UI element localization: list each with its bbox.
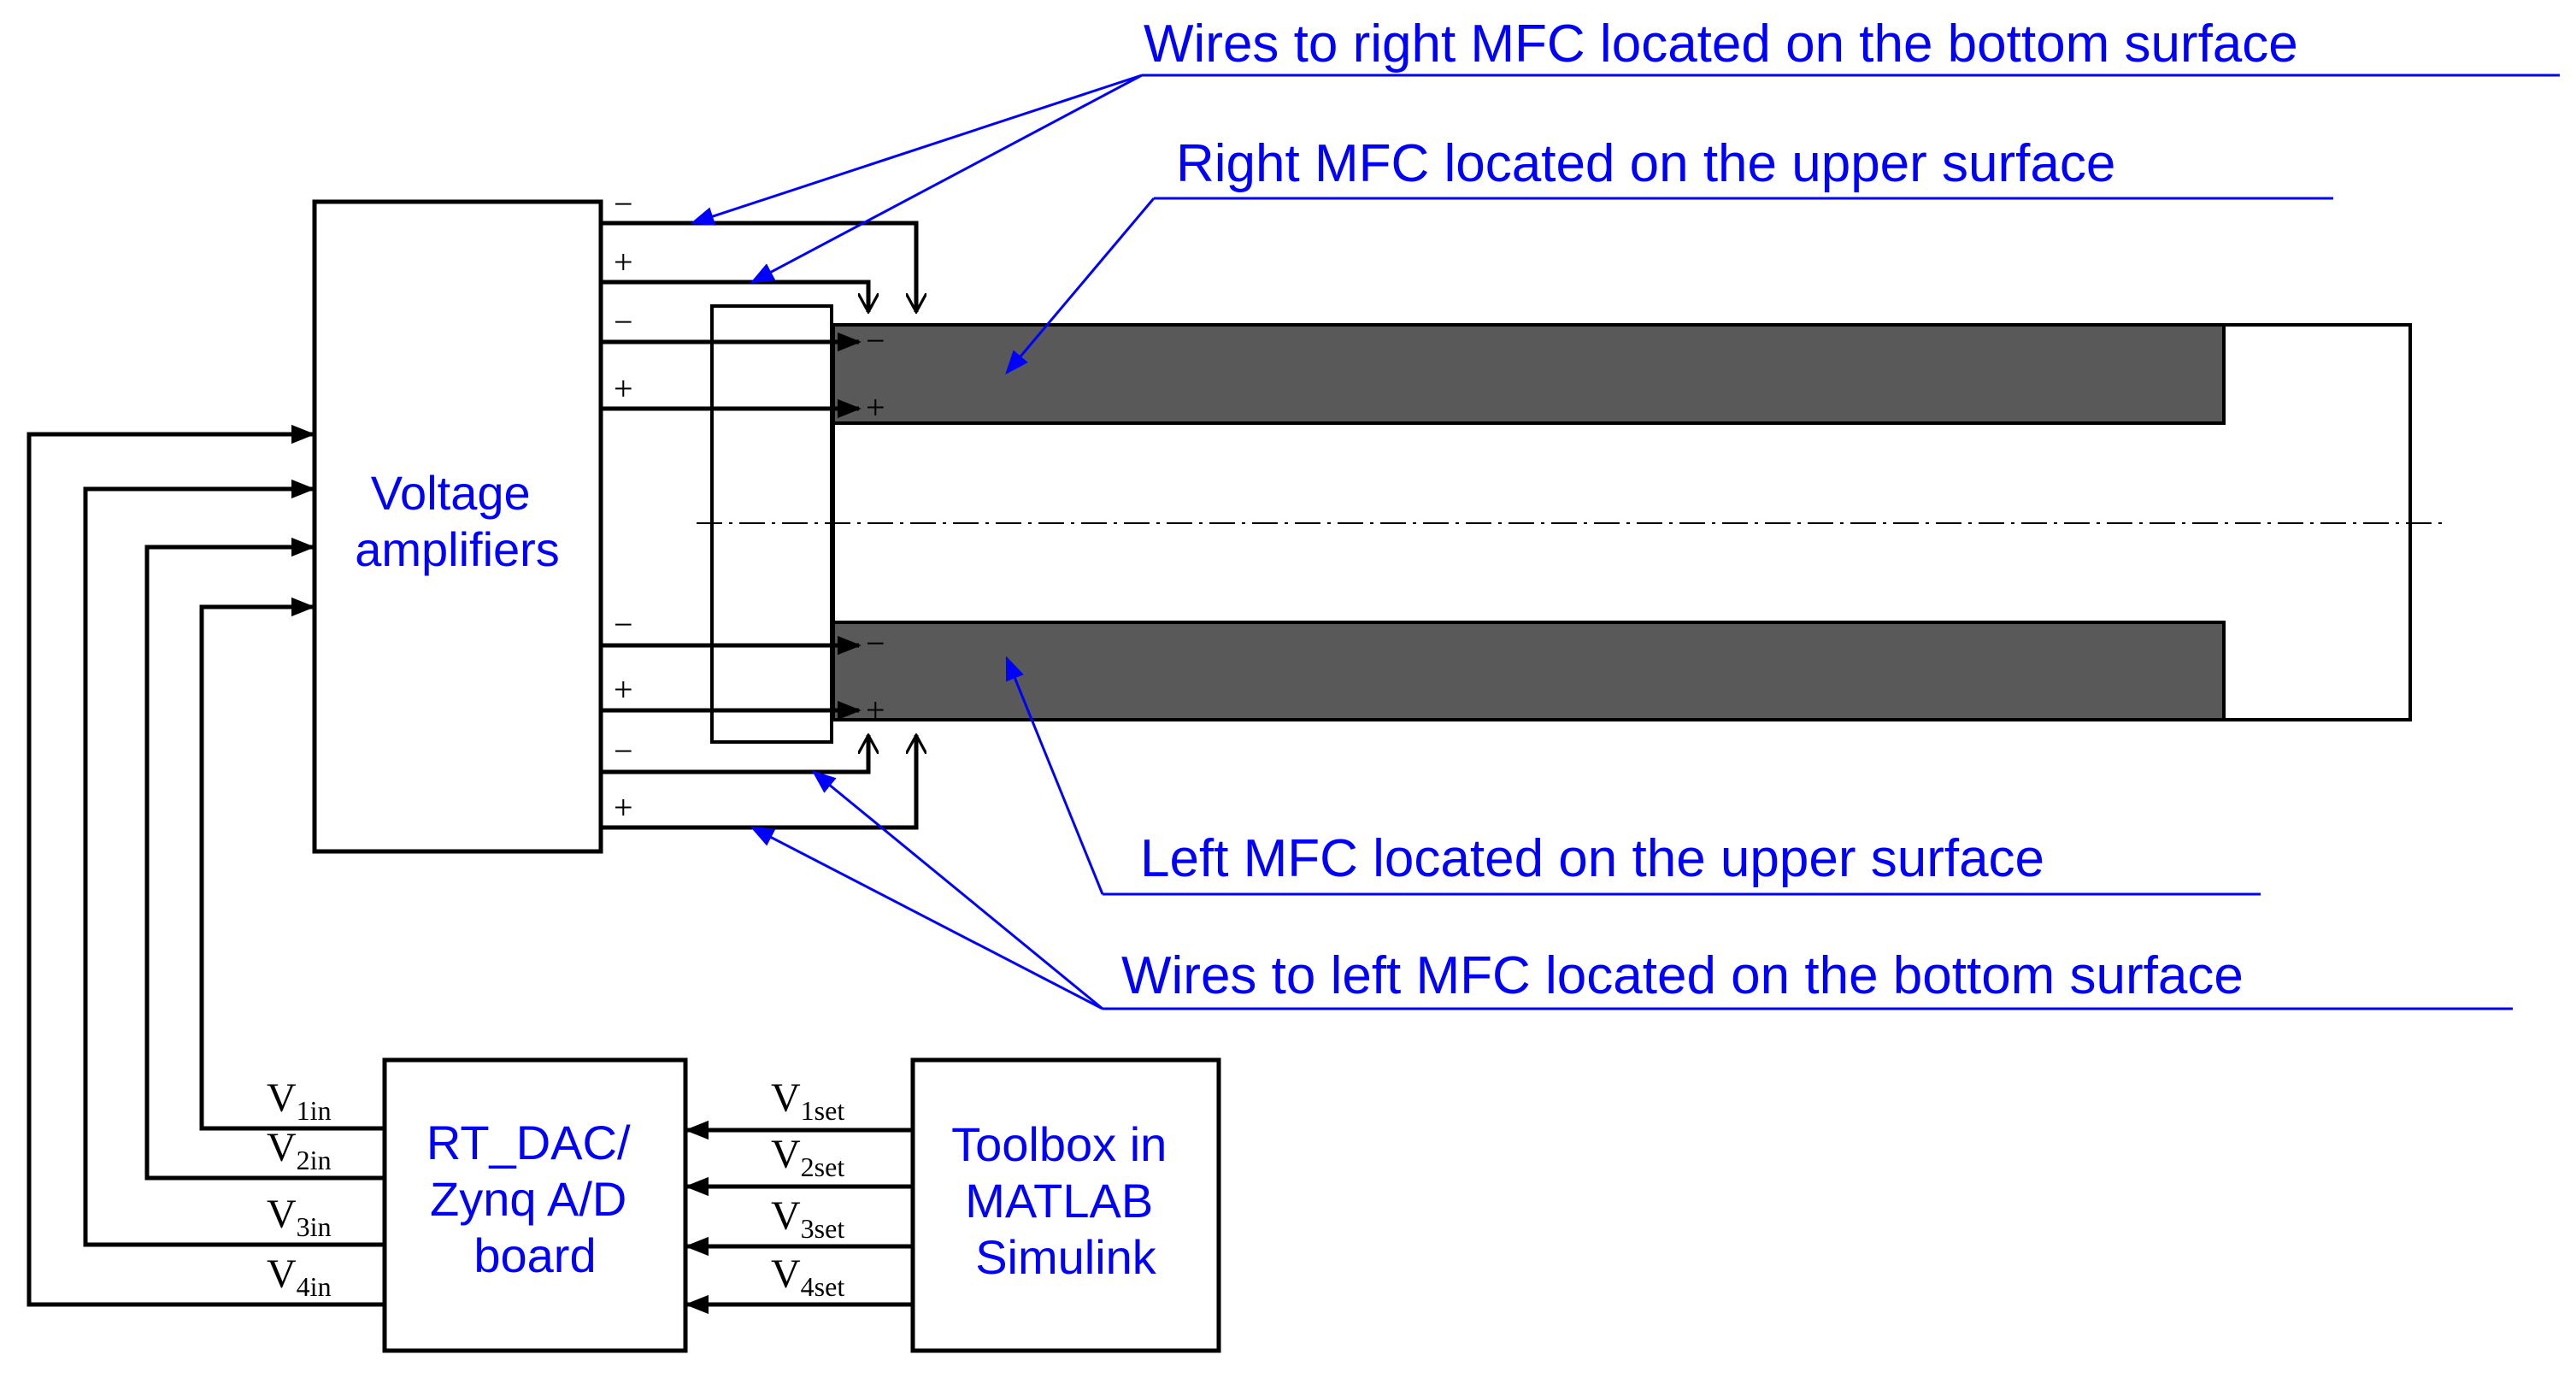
annotation-wires-left-text: Wires to left MFC located on the bottom … xyxy=(1121,946,2244,1005)
toolbox-label-line-3: Simulink xyxy=(975,1230,1157,1284)
label-v1set: V1set xyxy=(771,1075,844,1126)
label-v1in: V1in xyxy=(267,1075,332,1126)
annotation-wires-right-leader-1 xyxy=(690,74,1143,226)
right-mfc-patch xyxy=(832,323,2226,425)
toolbox-to-dac-wires xyxy=(685,1120,913,1315)
label-v4in: V4in xyxy=(267,1251,332,1302)
label-v2set: V2set xyxy=(771,1132,844,1182)
sign-plus-1: + xyxy=(614,243,633,281)
sign-minus-3: − xyxy=(614,605,633,644)
annotation-right-mfc-text: Right MFC located on the upper surface xyxy=(1176,134,2115,193)
toolbox-label-line-1: Toolbox in xyxy=(951,1117,1167,1171)
right-mfc-plus-sign: + xyxy=(866,388,885,427)
sign-plus-3: + xyxy=(614,670,633,709)
svg-text:Voltage amplifiers: Voltage amplifiers xyxy=(355,466,560,576)
dac-to-amplifier-wires xyxy=(26,424,385,1307)
wire-v2in xyxy=(144,537,385,1181)
annotation-wires-left-leader-2 xyxy=(750,826,1103,1010)
clamp xyxy=(710,304,833,744)
annotation-wires-right-leader-2 xyxy=(750,74,1143,284)
wire-v4in xyxy=(26,424,385,1307)
sign-plus-2: + xyxy=(614,369,633,408)
toolbox-label-line-2: MATLAB xyxy=(965,1174,1153,1228)
label-v4set: V4set xyxy=(771,1251,844,1302)
left-mfc-minus-sign: − xyxy=(866,624,885,662)
sign-minus-2: − xyxy=(614,303,633,341)
sign-minus-1: − xyxy=(614,185,633,223)
wire-right-bottom-plus xyxy=(601,280,868,312)
beam xyxy=(697,323,2444,721)
annotation-wires-right-text: Wires to right MFC located on the bottom… xyxy=(1144,15,2298,74)
annotation-right-mfc: Right MFC located on the upper surface xyxy=(1005,134,2333,375)
wire-v3in xyxy=(83,479,385,1247)
left-mfc-patch xyxy=(832,621,2226,721)
amplifier-output-signs: − + − + − + − + xyxy=(614,185,633,827)
annotation-left-mfc-text: Left MFC located on the upper surface xyxy=(1140,829,2044,888)
dac-label-line-3: board xyxy=(473,1228,596,1282)
sign-plus-4: + xyxy=(614,788,633,827)
annotation-wires-left: Wires to left MFC located on the bottom … xyxy=(750,770,2513,1010)
annotation-wires-left-leader-1 xyxy=(811,770,1103,1010)
left-mfc-plus-sign: + xyxy=(866,691,885,729)
amplifiers-label-line-1: Voltage xyxy=(371,466,531,520)
annotation-left-mfc: Left MFC located on the upper surface xyxy=(1005,656,2261,896)
annotation-left-mfc-leader xyxy=(1005,656,1104,895)
voltage-amplifiers-block: Voltage amplifiers xyxy=(312,199,603,854)
wire-left-bottom-minus xyxy=(601,735,868,774)
rt-dac-board-block: RT_DAC/ Zynq A/D board xyxy=(382,1057,688,1353)
mfc-terminal-signs: − + − + xyxy=(866,321,885,729)
annotation-right-mfc-leader xyxy=(1005,197,1156,375)
right-mfc-minus-sign: − xyxy=(866,321,885,360)
amplifiers-label-line-2: amplifiers xyxy=(355,522,560,576)
dac-label-line-2: Zynq A/D xyxy=(430,1172,626,1226)
wire-left-bottom-plus xyxy=(601,735,916,830)
label-v3set: V3set xyxy=(771,1193,844,1244)
annotation-wires-right: Wires to right MFC located on the bottom… xyxy=(690,15,2560,284)
wire-v1in xyxy=(199,597,385,1131)
sign-minus-4: − xyxy=(614,732,633,770)
svg-text:Toolbox in MATLAB: Toolbox in MATLAB Simulink xyxy=(951,1117,1180,1284)
input-signal-labels: V1in V2in V3in V4in xyxy=(267,1075,332,1302)
setpoint-signal-labels: V1set V2set V3set V4set xyxy=(771,1075,844,1302)
label-v3in: V3in xyxy=(267,1192,332,1242)
dac-label-line-1: RT_DAC/ xyxy=(426,1116,631,1169)
label-v2in: V2in xyxy=(267,1125,332,1175)
toolbox-block: Toolbox in MATLAB Simulink xyxy=(910,1057,1221,1353)
svg-text:RT_DAC/ Zynq A/D b: RT_DAC/ Zynq A/D board xyxy=(426,1116,644,1282)
